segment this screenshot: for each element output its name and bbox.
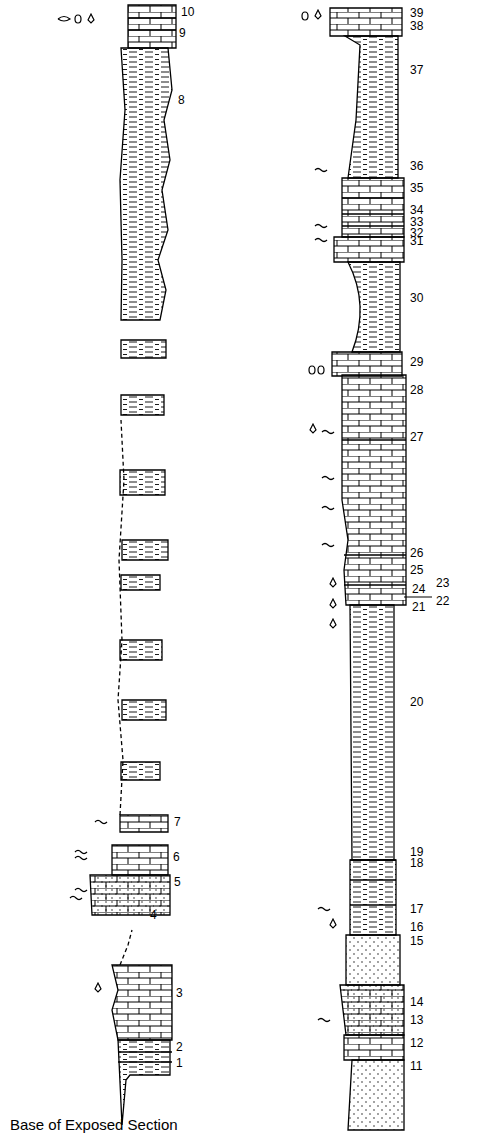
bed-number: 1 [176, 1056, 183, 1070]
bed-number: 6 [173, 850, 180, 864]
bed-number: 39 [410, 6, 423, 20]
bed-number: 31 [410, 234, 423, 248]
bed-number: 29 [410, 355, 423, 369]
bed-number: 10 [181, 5, 194, 19]
bed-number: 8 [178, 93, 185, 107]
bed-number: 25 [410, 563, 423, 577]
section-caption: Base of Exposed Section [10, 1116, 178, 1134]
bed-number: 35 [410, 181, 423, 195]
bed-number: 20 [410, 695, 423, 709]
bed-number: 26 [410, 546, 423, 560]
bed-number: 13 [410, 1013, 423, 1027]
bed-number: 16 [410, 920, 423, 934]
bed-number: 14 [410, 995, 423, 1009]
bed-number: 5 [174, 875, 181, 889]
bed-number: 38 [410, 19, 423, 33]
bed-number: 9 [179, 26, 186, 40]
bed-number: 7 [174, 815, 181, 829]
bed-number: 28 [410, 383, 423, 397]
bed-number: 30 [410, 291, 423, 305]
bed-number: 27 [410, 430, 423, 444]
bed-number: 23 [436, 576, 449, 590]
bed-number: 11 [410, 1059, 422, 1073]
bed-number: 2 [176, 1040, 183, 1054]
bed-number: 36 [410, 159, 423, 173]
bed-number: 21 [412, 600, 425, 614]
bed-number: 15 [410, 934, 423, 948]
bed-number: 3 [176, 986, 183, 1000]
bed-number: 37 [410, 63, 423, 77]
bed-number: 17 [410, 902, 423, 916]
bed-number: 4 [150, 908, 157, 922]
bed-number: 18 [410, 856, 423, 870]
bed-number: 24 [412, 582, 425, 596]
bed-number: 12 [410, 1036, 423, 1050]
bed-number: 22 [436, 594, 449, 608]
bed-number: 34 [410, 203, 423, 217]
